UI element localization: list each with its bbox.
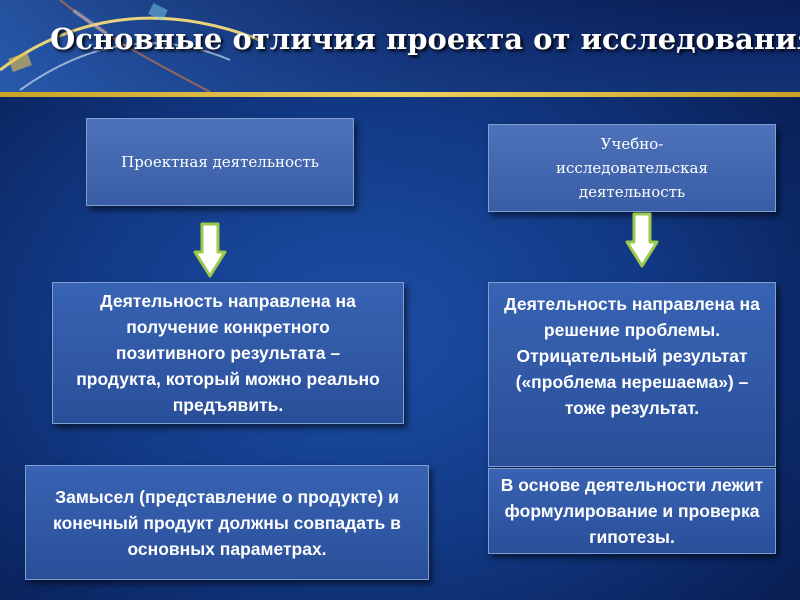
research-description-box: Деятельность направлена на решение пробл… xyxy=(488,282,776,467)
header-decoration-icon xyxy=(0,0,800,92)
page-title: Основные отличия проекта от исследования xyxy=(50,22,800,56)
project-activity-box: Проектная деятельность xyxy=(86,118,354,206)
header-divider xyxy=(0,92,800,97)
product-concept-text: Замысел (представление о продукте) и кон… xyxy=(53,486,401,559)
research-description-text: Деятельность направлена на решение пробл… xyxy=(504,294,760,418)
hypothesis-box: В основе деятельности лежит формулирован… xyxy=(488,468,776,554)
arrow-down-icon xyxy=(625,212,659,268)
research-activity-box: Учебно-исследовательская деятельность xyxy=(488,124,776,212)
header-banner: Основные отличия проекта от исследования xyxy=(0,0,800,92)
project-description-text: Деятельность направлена на получение кон… xyxy=(76,291,380,415)
project-activity-label: Проектная деятельность xyxy=(121,153,319,171)
hypothesis-text: В основе деятельности лежит формулирован… xyxy=(500,475,764,547)
research-activity-label: Учебно-исследовательская деятельность xyxy=(556,135,708,201)
project-description-box: Деятельность направлена на получение кон… xyxy=(52,282,404,424)
arrow-down-icon xyxy=(193,222,227,278)
product-concept-box: Замысел (представление о продукте) и кон… xyxy=(25,465,429,580)
